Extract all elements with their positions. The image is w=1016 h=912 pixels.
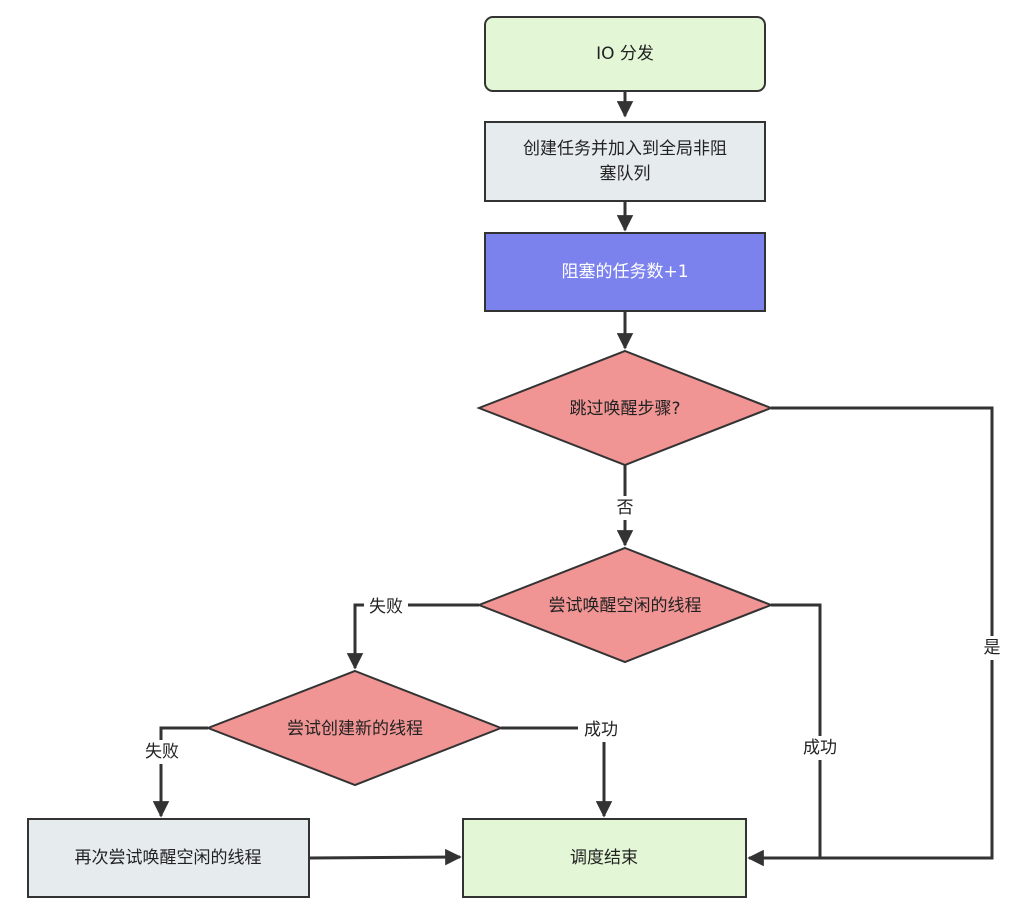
- skip-wake-decision: [476, 349, 774, 467]
- schedule-end-label: 调度结束: [570, 848, 638, 868]
- edge-wake-success-to-end: [771, 603, 822, 858]
- skip-wake-label: 跳过唤醒步骤?: [569, 399, 680, 419]
- edge-retry-to-end: [308, 848, 462, 866]
- try-create-thread-decision: [205, 669, 504, 787]
- try-wake-idle-label: 尝试唤醒空闲的线程: [549, 596, 702, 616]
- try-wake-idle-decision: [476, 546, 774, 664]
- create-task-label-line1: 创建任务并加入到全局非阻: [523, 139, 727, 159]
- no-edge-label: 否: [617, 498, 634, 518]
- create-task-label-line2: 塞队列: [600, 164, 651, 184]
- create-task-node: [484, 121, 766, 202]
- create-success-edge-label: 成功: [584, 720, 618, 740]
- retry-wake-idle-node: [27, 818, 310, 898]
- wake-success-edge-label: 成功: [803, 738, 837, 758]
- yes-edge-label: 是: [984, 638, 1001, 658]
- retry-wake-idle-label: 再次尝试唤醒空闲的线程: [75, 848, 262, 868]
- blocked-count-label: 阻塞的任务数+1: [561, 262, 688, 282]
- try-create-thread-label: 尝试创建新的线程: [287, 719, 423, 739]
- io-dispatch-node: [484, 16, 766, 92]
- wake-fail-edge-label: 失败: [369, 597, 403, 617]
- create-fail-edge-label: 失败: [145, 742, 179, 762]
- io-dispatch-label: IO 分发: [596, 44, 654, 64]
- blocked-count-node: [484, 232, 766, 312]
- edge-skip-yes-to-end: [747, 406, 994, 867]
- edge-create-fail-to-retry: [152, 726, 208, 818]
- edge-labels: 否 是 失败 失败 成功 成功: [140, 496, 1004, 764]
- nodes: IO 分发 创建任务并加入到全局非阻 塞队列 阻塞的任务数+1 跳过唤醒步骤? …: [27, 16, 774, 898]
- edge-wake-fail-to-create: [346, 603, 479, 670]
- schedule-end-node: [462, 818, 747, 898]
